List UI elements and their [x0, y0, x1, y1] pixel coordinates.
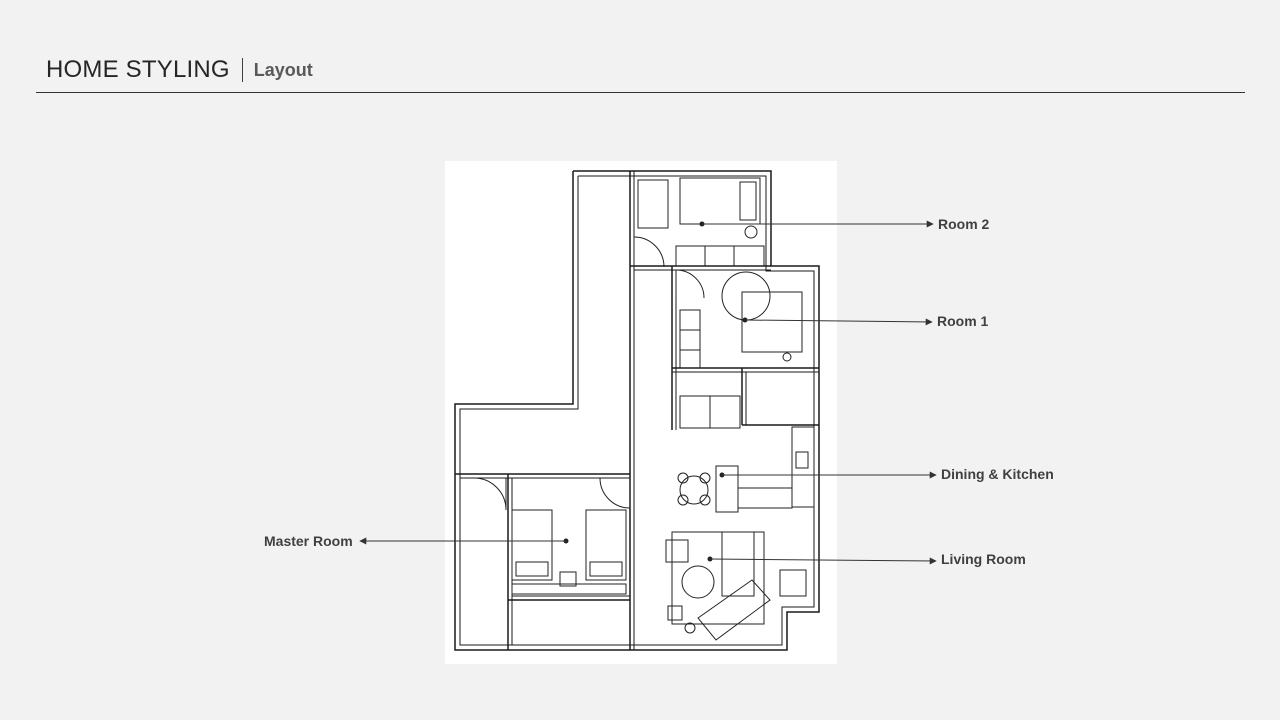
label-room1: Room 1: [937, 313, 989, 329]
page-header: HOME STYLING Layout: [46, 56, 313, 84]
living-room-arrow: [709, 557, 937, 565]
page-title: HOME STYLING: [46, 56, 230, 83]
label-master-room: Master Room: [264, 533, 353, 549]
page-subtitle: Layout: [253, 59, 313, 80]
furniture: [473, 177, 815, 641]
label-pointers: [359, 220, 937, 565]
title-divider: [241, 58, 243, 82]
label-room2: Room 2: [938, 216, 990, 232]
label-dining-kitchen: Dining & Kitchen: [941, 466, 1054, 482]
room1-arrow: [744, 318, 933, 326]
header-rule: [36, 92, 1245, 93]
walls: [454, 170, 820, 651]
label-living-room: Living Room: [941, 551, 1026, 567]
